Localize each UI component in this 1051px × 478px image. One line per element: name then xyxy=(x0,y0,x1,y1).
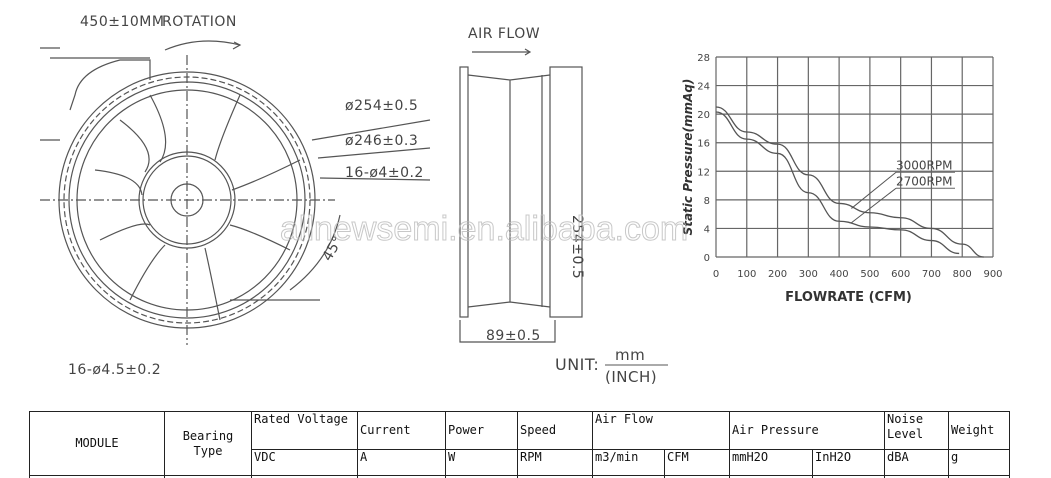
header-weight: Weight xyxy=(948,411,1010,450)
legend-label: 2700RPM xyxy=(896,174,952,188)
unit-cell: g xyxy=(948,449,1010,476)
technical-drawing: 450±10MM ROTATION ø254±0.5 ø246±0.3 16-ø… xyxy=(40,14,1003,386)
y-tick-label: 28 xyxy=(697,53,710,64)
fan-side-view xyxy=(459,48,583,343)
y-axis-label: Static Pressure(mmAq) xyxy=(681,79,695,236)
rotation-label: ROTATION xyxy=(162,14,237,30)
unit-cell: mmH2O xyxy=(729,449,813,476)
header-bearing: Bearing Type xyxy=(164,411,252,476)
spec-table: MODULE Bearing Type Rated Voltage Curren… xyxy=(29,411,1010,478)
header-speed: Speed xyxy=(517,411,593,450)
cable-length-label: 450±10MM xyxy=(80,14,164,30)
legend-leader xyxy=(851,187,897,224)
x-tick-label: 800 xyxy=(953,269,972,280)
unit-cell: A xyxy=(357,449,446,476)
header-air-pressure: Air Pressure xyxy=(729,411,885,450)
header-module: MODULE xyxy=(29,411,165,476)
x-tick-label: 300 xyxy=(799,269,818,280)
x-tick-label: 600 xyxy=(891,269,910,280)
side-depth-label: 89±0.5 xyxy=(486,328,541,344)
y-tick-label: 20 xyxy=(697,110,710,121)
x-tick-label: 500 xyxy=(860,269,879,280)
mount-holes-label: 16-ø4.5±0.2 xyxy=(68,362,161,378)
series-line-3000rpm xyxy=(715,106,984,258)
header-air-flow: Air Flow xyxy=(592,411,730,450)
x-tick-label: 400 xyxy=(830,269,849,280)
y-tick-label: 4 xyxy=(704,224,710,235)
inner-diameter-label: ø246±0.3 xyxy=(345,133,418,149)
unit-bottom: (INCH) xyxy=(605,368,657,386)
x-tick-label: 900 xyxy=(983,269,1002,280)
unit-cell: m3/min xyxy=(592,449,665,476)
y-tick-label: 0 xyxy=(704,253,710,264)
y-tick-label: 16 xyxy=(697,139,710,150)
x-tick-label: 200 xyxy=(768,269,787,280)
y-tick-label: 8 xyxy=(704,196,710,207)
unit-cell: VDC xyxy=(251,449,358,476)
x-tick-label: 700 xyxy=(922,269,941,280)
watermark: allnewsemi.en.alibaba.com xyxy=(280,210,688,248)
unit-cell: dBA xyxy=(884,449,949,476)
air-flow-label: AIR FLOW xyxy=(468,26,540,42)
unit-cell: CFM xyxy=(664,449,730,476)
unit-cell: RPM xyxy=(517,449,593,476)
legend-label: 3000RPM xyxy=(896,158,952,172)
unit-top: mm xyxy=(615,346,645,364)
outer-diameter-label: ø254±0.5 xyxy=(345,98,418,114)
legend-leader xyxy=(851,171,897,209)
header-power: Power xyxy=(445,411,518,450)
holes-label: 16-ø4±0.2 xyxy=(345,165,424,181)
side-height-label: 254±0.5 xyxy=(569,215,585,279)
header-rated-voltage: Rated Voltage xyxy=(251,411,358,450)
x-axis-label: FLOWRATE (CFM) xyxy=(785,290,912,305)
x-tick-label: 100 xyxy=(737,269,756,280)
fan-front-view xyxy=(40,40,431,345)
y-tick-label: 24 xyxy=(697,82,710,93)
unit-cell: W xyxy=(445,449,518,476)
x-tick-label: 0 xyxy=(713,269,719,280)
series-line-2700rpm xyxy=(715,111,960,255)
pq-curve-chart: 0 100 200 300 400 500 600 700 800 900 0 4 8 12 16 20 24 2… xyxy=(681,53,1003,305)
unit-label: UNIT: xyxy=(555,355,599,374)
header-noise: Noise Level xyxy=(884,411,949,450)
header-current: Current xyxy=(357,411,446,450)
unit-cell: InH2O xyxy=(812,449,885,476)
y-tick-label: 12 xyxy=(697,167,710,178)
